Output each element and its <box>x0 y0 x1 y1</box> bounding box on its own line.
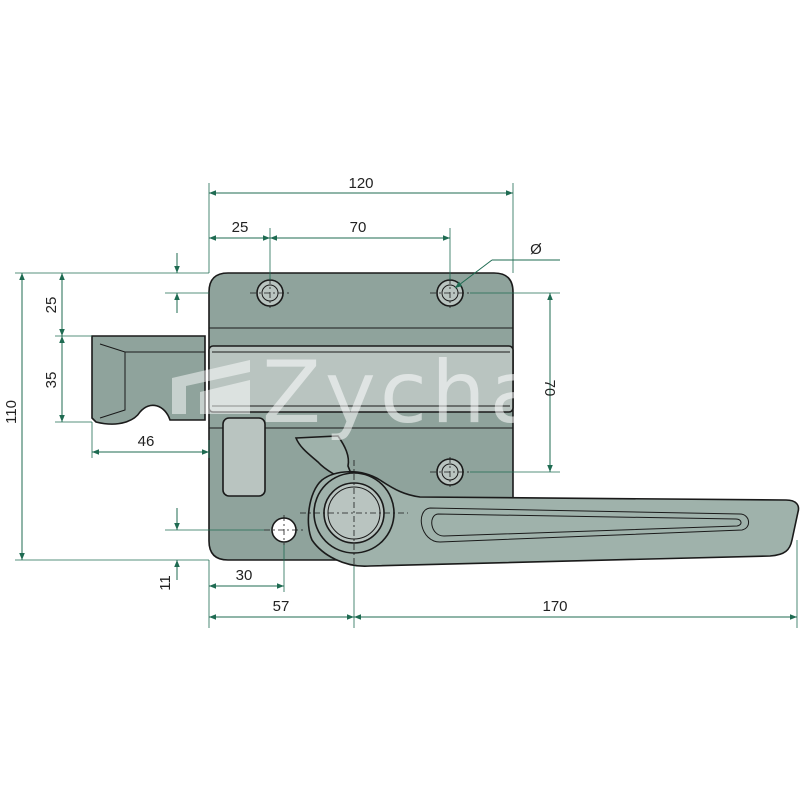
handle-groove <box>420 507 749 543</box>
watermark: Zychar <box>172 343 586 443</box>
dim-hole-offset: 25 <box>232 219 249 236</box>
dim-bolt-height: 35 <box>43 372 60 389</box>
dimensions: 120 25 70 Ø 25 35 110 46 <box>3 175 798 628</box>
dim-lower-hole-offset: 11 <box>157 575 174 591</box>
dim-overall-height: 110 <box>3 400 20 424</box>
dim-overall-width: 120 <box>348 175 373 192</box>
handle <box>307 470 800 567</box>
dim-pivot-x: 57 <box>273 598 290 615</box>
dim-lower-hole-x: 30 <box>236 567 253 584</box>
dim-top-offset: 25 <box>43 297 60 314</box>
dim-bolt-projection: 46 <box>138 433 155 450</box>
latch-assembly <box>91 272 800 567</box>
watermark-logo-icon <box>172 360 250 414</box>
watermark-text: Zychar <box>262 343 586 443</box>
base-plate <box>208 272 514 561</box>
dim-hole-spacing: 70 <box>350 219 367 236</box>
stop-block <box>222 417 266 497</box>
dim-handle-length: 170 <box>542 598 567 615</box>
dim-vertical-hole-spacing: 70 <box>541 380 558 397</box>
dim-hole-diameter: Ø <box>530 241 542 258</box>
